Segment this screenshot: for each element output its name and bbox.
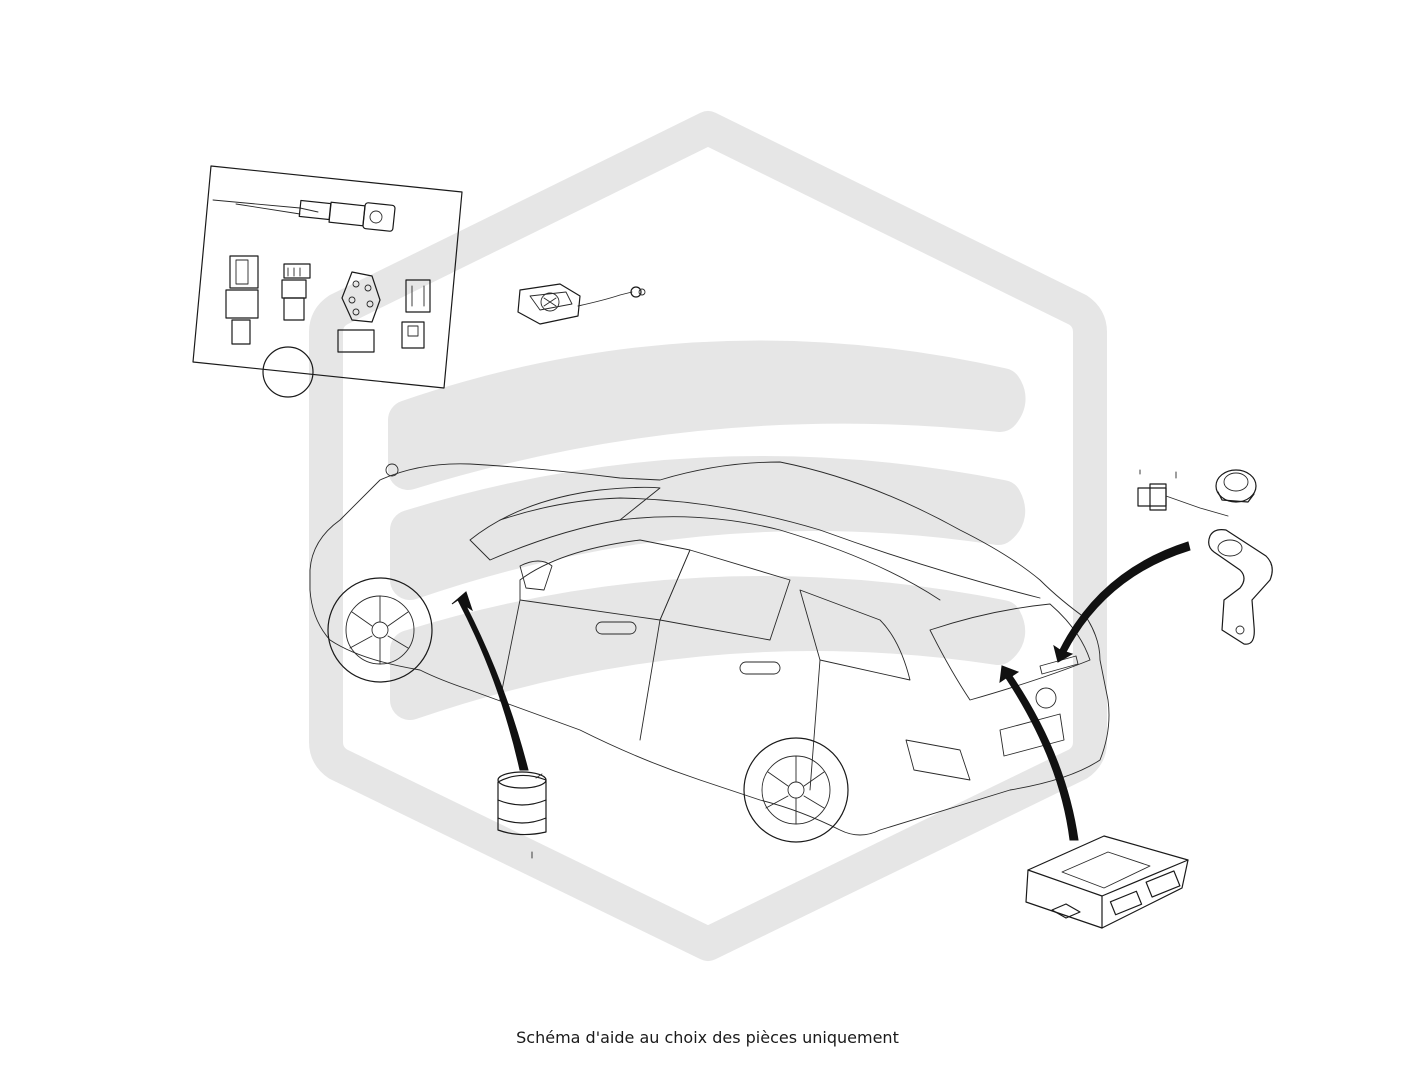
- watermark-logo: [309, 111, 1107, 961]
- connector-kit[interactable]: [192, 165, 463, 398]
- rear-camera-icon[interactable]: [1137, 469, 1273, 645]
- car-outline: [309, 461, 1110, 843]
- camera-badge-icon[interactable]: [517, 283, 646, 325]
- caption: Schéma d'aide au choix des pièces unique…: [516, 1028, 899, 1047]
- control-unit-icon[interactable]: [1025, 835, 1189, 929]
- arrows: [451, 541, 1191, 841]
- cylinder-part-icon[interactable]: [497, 771, 547, 859]
